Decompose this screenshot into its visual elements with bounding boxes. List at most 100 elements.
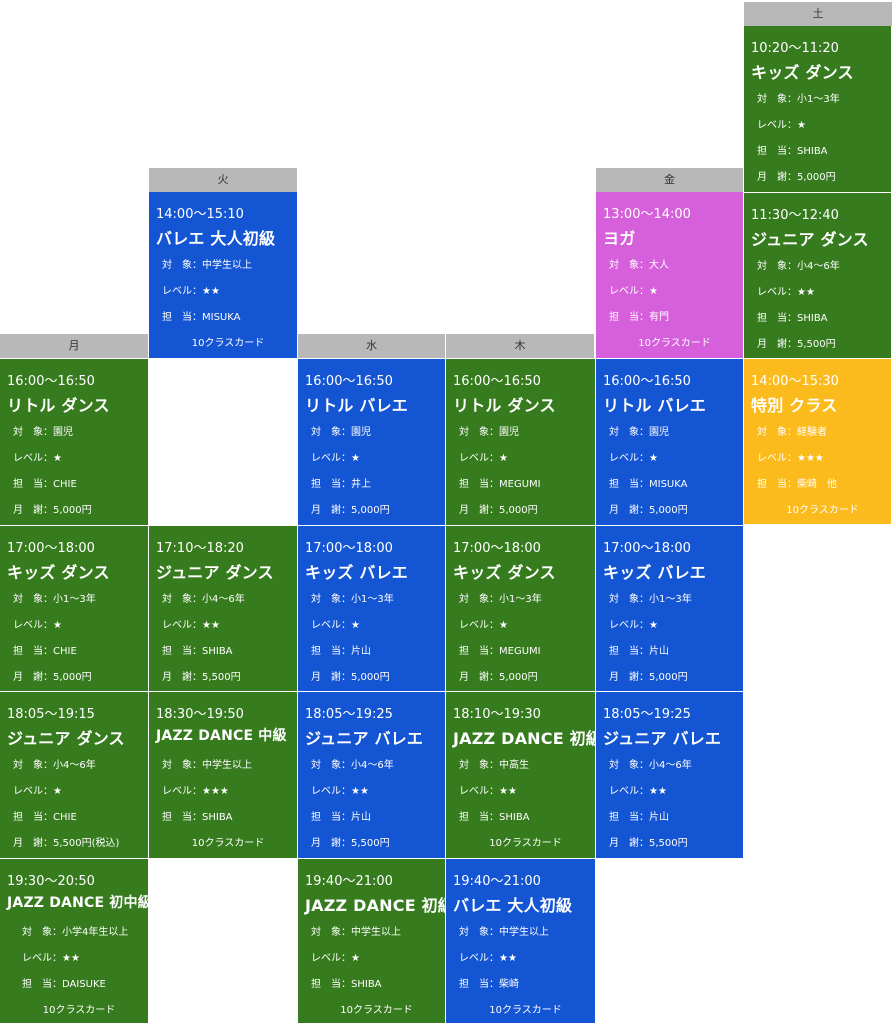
class-time: 17:00〜18:00 xyxy=(7,541,95,556)
class-card-ticket: 10クラスカード xyxy=(489,838,562,849)
class-name: キッズ ダンス xyxy=(751,63,854,82)
class-card-sat-1[interactable]: 10:20〜11:20 キッズ ダンス 対 象：小1〜3年 レベル：★ 担 当：… xyxy=(744,26,892,193)
class-level: レベル：★ xyxy=(13,453,62,464)
class-teacher: 担 当：SHIBA xyxy=(459,812,530,823)
class-card-ticket: 10クラスカード xyxy=(42,1005,116,1016)
class-level: レベル：★★ xyxy=(609,786,667,797)
class-name: ジュニア ダンス xyxy=(751,230,869,249)
class-target: 対 象：小4〜6年 xyxy=(162,594,245,605)
class-level: レベル：★★ xyxy=(459,953,517,964)
class-card-sat-3[interactable]: 14:00〜15:30 特別 クラス 対 象：経験者 レベル：★★★ 担 当：柴… xyxy=(744,359,892,525)
class-card-mon-1[interactable]: 16:00〜16:50 リトル ダンス 対 象：園児 レベル：★ 担 当：CHI… xyxy=(0,359,149,526)
class-time: 18:30〜19:50 xyxy=(156,707,244,722)
class-fee: 月 謝：5,000円 xyxy=(609,672,688,683)
class-teacher: 担 当：SHIBA xyxy=(757,313,828,324)
class-level: レベル：★ xyxy=(459,453,508,464)
class-card-ticket: 10クラスカード xyxy=(191,338,265,349)
day-header-sat: 土 xyxy=(744,2,892,26)
class-card-tue-2[interactable]: 17:10〜18:20 ジュニア ダンス 対 象：小4〜6年 レベル：★★ 担 … xyxy=(149,526,298,692)
class-name: JAZZ DANCE 中級 xyxy=(156,728,287,744)
class-fee: 月 謝：5,500円 xyxy=(311,838,390,849)
class-card-thu-4[interactable]: 19:40〜21:00 バレエ 大人初級 対 象：中学生以上 レベル：★★ 担 … xyxy=(446,859,596,1024)
day-header-wed: 水 xyxy=(298,334,445,358)
class-card-fri-3[interactable]: 17:00〜18:00 キッズ バレエ 対 象：小1〜3年 レベル：★ 担 当：… xyxy=(596,526,744,692)
class-target: 対 象：小4〜6年 xyxy=(311,760,394,771)
class-teacher: 担 当：柴崎 xyxy=(459,979,519,990)
class-fee: 月 謝：5,000円 xyxy=(311,505,390,516)
class-card-ticket: 10クラスカード xyxy=(191,838,265,849)
class-card-thu-2[interactable]: 17:00〜18:00 キッズ ダンス 対 象：小1〜3年 レベル：★ 担 当：… xyxy=(446,526,596,692)
class-name: リトル バレエ xyxy=(305,396,408,415)
class-teacher: 担 当：CHIE xyxy=(13,479,77,490)
class-card-tue-3[interactable]: 18:30〜19:50 JAZZ DANCE 中級 対 象：中学生以上 レベル：… xyxy=(149,692,298,859)
class-target: 対 象：園児 xyxy=(13,427,73,438)
class-teacher: 担 当：有門 xyxy=(609,312,669,323)
class-teacher: 担 当：片山 xyxy=(609,812,669,823)
class-card-wed-4[interactable]: 19:40〜21:00 JAZZ DANCE 初級 対 象：中学生以上 レベル：… xyxy=(298,859,446,1024)
class-target: 対 象：中学生以上 xyxy=(162,260,252,271)
class-fee: 月 謝：5,000円 xyxy=(13,505,92,516)
class-time: 10:20〜11:20 xyxy=(751,41,839,56)
class-time: 14:00〜15:10 xyxy=(156,207,244,222)
class-target: 対 象：小4〜6年 xyxy=(609,760,692,771)
class-card-fri-1[interactable]: 13:00〜14:00 ヨガ 対 象：大人 レベル：★ 担 当：有門 10クラス… xyxy=(596,192,744,359)
class-level: レベル：★ xyxy=(459,620,508,631)
class-name: 特別 クラス xyxy=(751,396,838,415)
class-card-tue-1[interactable]: 14:00〜15:10 バレエ 大人初級 対 象：中学生以上 レベル：★★ 担 … xyxy=(149,192,298,359)
class-card-mon-2[interactable]: 17:00〜18:00 キッズ ダンス 対 象：小1〜3年 レベル：★ 担 当：… xyxy=(0,526,149,692)
day-header-fri: 金 xyxy=(596,168,743,192)
class-time: 11:30〜12:40 xyxy=(751,208,839,223)
class-name: ジュニア ダンス xyxy=(7,729,125,748)
class-name: ヨガ xyxy=(603,229,636,248)
class-name: リトル ダンス xyxy=(7,396,110,415)
class-card-wed-3[interactable]: 18:05〜19:25 ジュニア バレエ 対 象：小4〜6年 レベル：★★ 担 … xyxy=(298,692,446,859)
class-card-fri-2[interactable]: 16:00〜16:50 リトル バレエ 対 象：園児 レベル：★ 担 当：MIS… xyxy=(596,359,744,526)
class-fee: 月 謝：5,000円 xyxy=(311,672,390,683)
class-card-thu-1[interactable]: 16:00〜16:50 リトル ダンス 対 象：園児 レベル：★ 担 当：MEG… xyxy=(446,359,596,526)
class-level: レベル：★ xyxy=(13,620,62,631)
class-level: レベル：★★★ xyxy=(162,786,229,797)
class-time: 16:00〜16:50 xyxy=(453,374,541,389)
class-name: キッズ バレエ xyxy=(305,563,408,582)
class-level: レベル：★ xyxy=(757,120,806,131)
class-card-sat-2[interactable]: 11:30〜12:40 ジュニア ダンス 対 象：小4〜6年 レベル：★★ 担 … xyxy=(744,193,892,359)
class-time: 17:10〜18:20 xyxy=(156,541,244,556)
class-card-fri-4[interactable]: 18:05〜19:25 ジュニア バレエ 対 象：小4〜6年 レベル：★★ 担 … xyxy=(596,692,744,859)
class-fee: 月 謝：5,500円(税込) xyxy=(13,838,120,849)
class-name: JAZZ DANCE 初級 xyxy=(453,729,596,748)
class-card-mon-4[interactable]: 19:30〜20:50 JAZZ DANCE 初中級 対 象：小学4年生以上 レ… xyxy=(0,859,149,1024)
class-card-wed-2[interactable]: 17:00〜18:00 キッズ バレエ 対 象：小1〜3年 レベル：★ 担 当：… xyxy=(298,526,446,692)
class-card-ticket: 10クラスカード xyxy=(638,338,711,349)
class-teacher: 担 当：CHIE xyxy=(13,812,77,823)
class-level: レベル：★★★ xyxy=(757,453,824,464)
class-fee: 月 謝：5,500円 xyxy=(162,672,241,683)
class-teacher: 担 当：柴崎 他 xyxy=(757,479,837,490)
class-teacher: 担 当：MISUKA xyxy=(162,312,241,323)
class-time: 17:00〜18:00 xyxy=(305,541,393,556)
class-level: レベル：★ xyxy=(311,953,360,964)
class-target: 対 象：中学生以上 xyxy=(459,927,549,938)
class-time: 19:40〜21:00 xyxy=(305,874,393,889)
day-header-mon: 月 xyxy=(0,334,148,358)
class-time: 18:05〜19:15 xyxy=(7,707,95,722)
class-level: レベル：★★ xyxy=(162,286,220,297)
class-target: 対 象：大人 xyxy=(609,260,669,271)
class-level: レベル：★★ xyxy=(22,953,80,964)
class-card-ticket: 10クラスカード xyxy=(786,505,859,516)
class-card-thu-3[interactable]: 18:10〜19:30 JAZZ DANCE 初級 対 象：中高生 レベル：★★… xyxy=(446,692,596,859)
class-time: 18:05〜19:25 xyxy=(305,707,393,722)
class-fee: 月 謝：5,000円 xyxy=(757,172,836,183)
class-name: JAZZ DANCE 初級 xyxy=(305,896,446,915)
day-header-thu: 木 xyxy=(446,334,594,358)
class-card-wed-1[interactable]: 16:00〜16:50 リトル バレエ 対 象：園児 レベル：★ 担 当：井上 … xyxy=(298,359,446,526)
class-teacher: 担 当：片山 xyxy=(311,812,371,823)
class-teacher: 担 当：井上 xyxy=(311,479,371,490)
class-target: 対 象：小1〜3年 xyxy=(757,94,840,105)
class-card-mon-3[interactable]: 18:05〜19:15 ジュニア ダンス 対 象：小4〜6年 レベル：★ 担 当… xyxy=(0,692,149,859)
class-fee: 月 謝：5,000円 xyxy=(459,505,538,516)
class-time: 19:30〜20:50 xyxy=(7,874,95,889)
class-level: レベル：★ xyxy=(311,620,360,631)
class-name: キッズ バレエ xyxy=(603,563,706,582)
class-target: 対 象：小学4年生以上 xyxy=(22,927,129,938)
class-level: レベル：★★ xyxy=(311,786,369,797)
